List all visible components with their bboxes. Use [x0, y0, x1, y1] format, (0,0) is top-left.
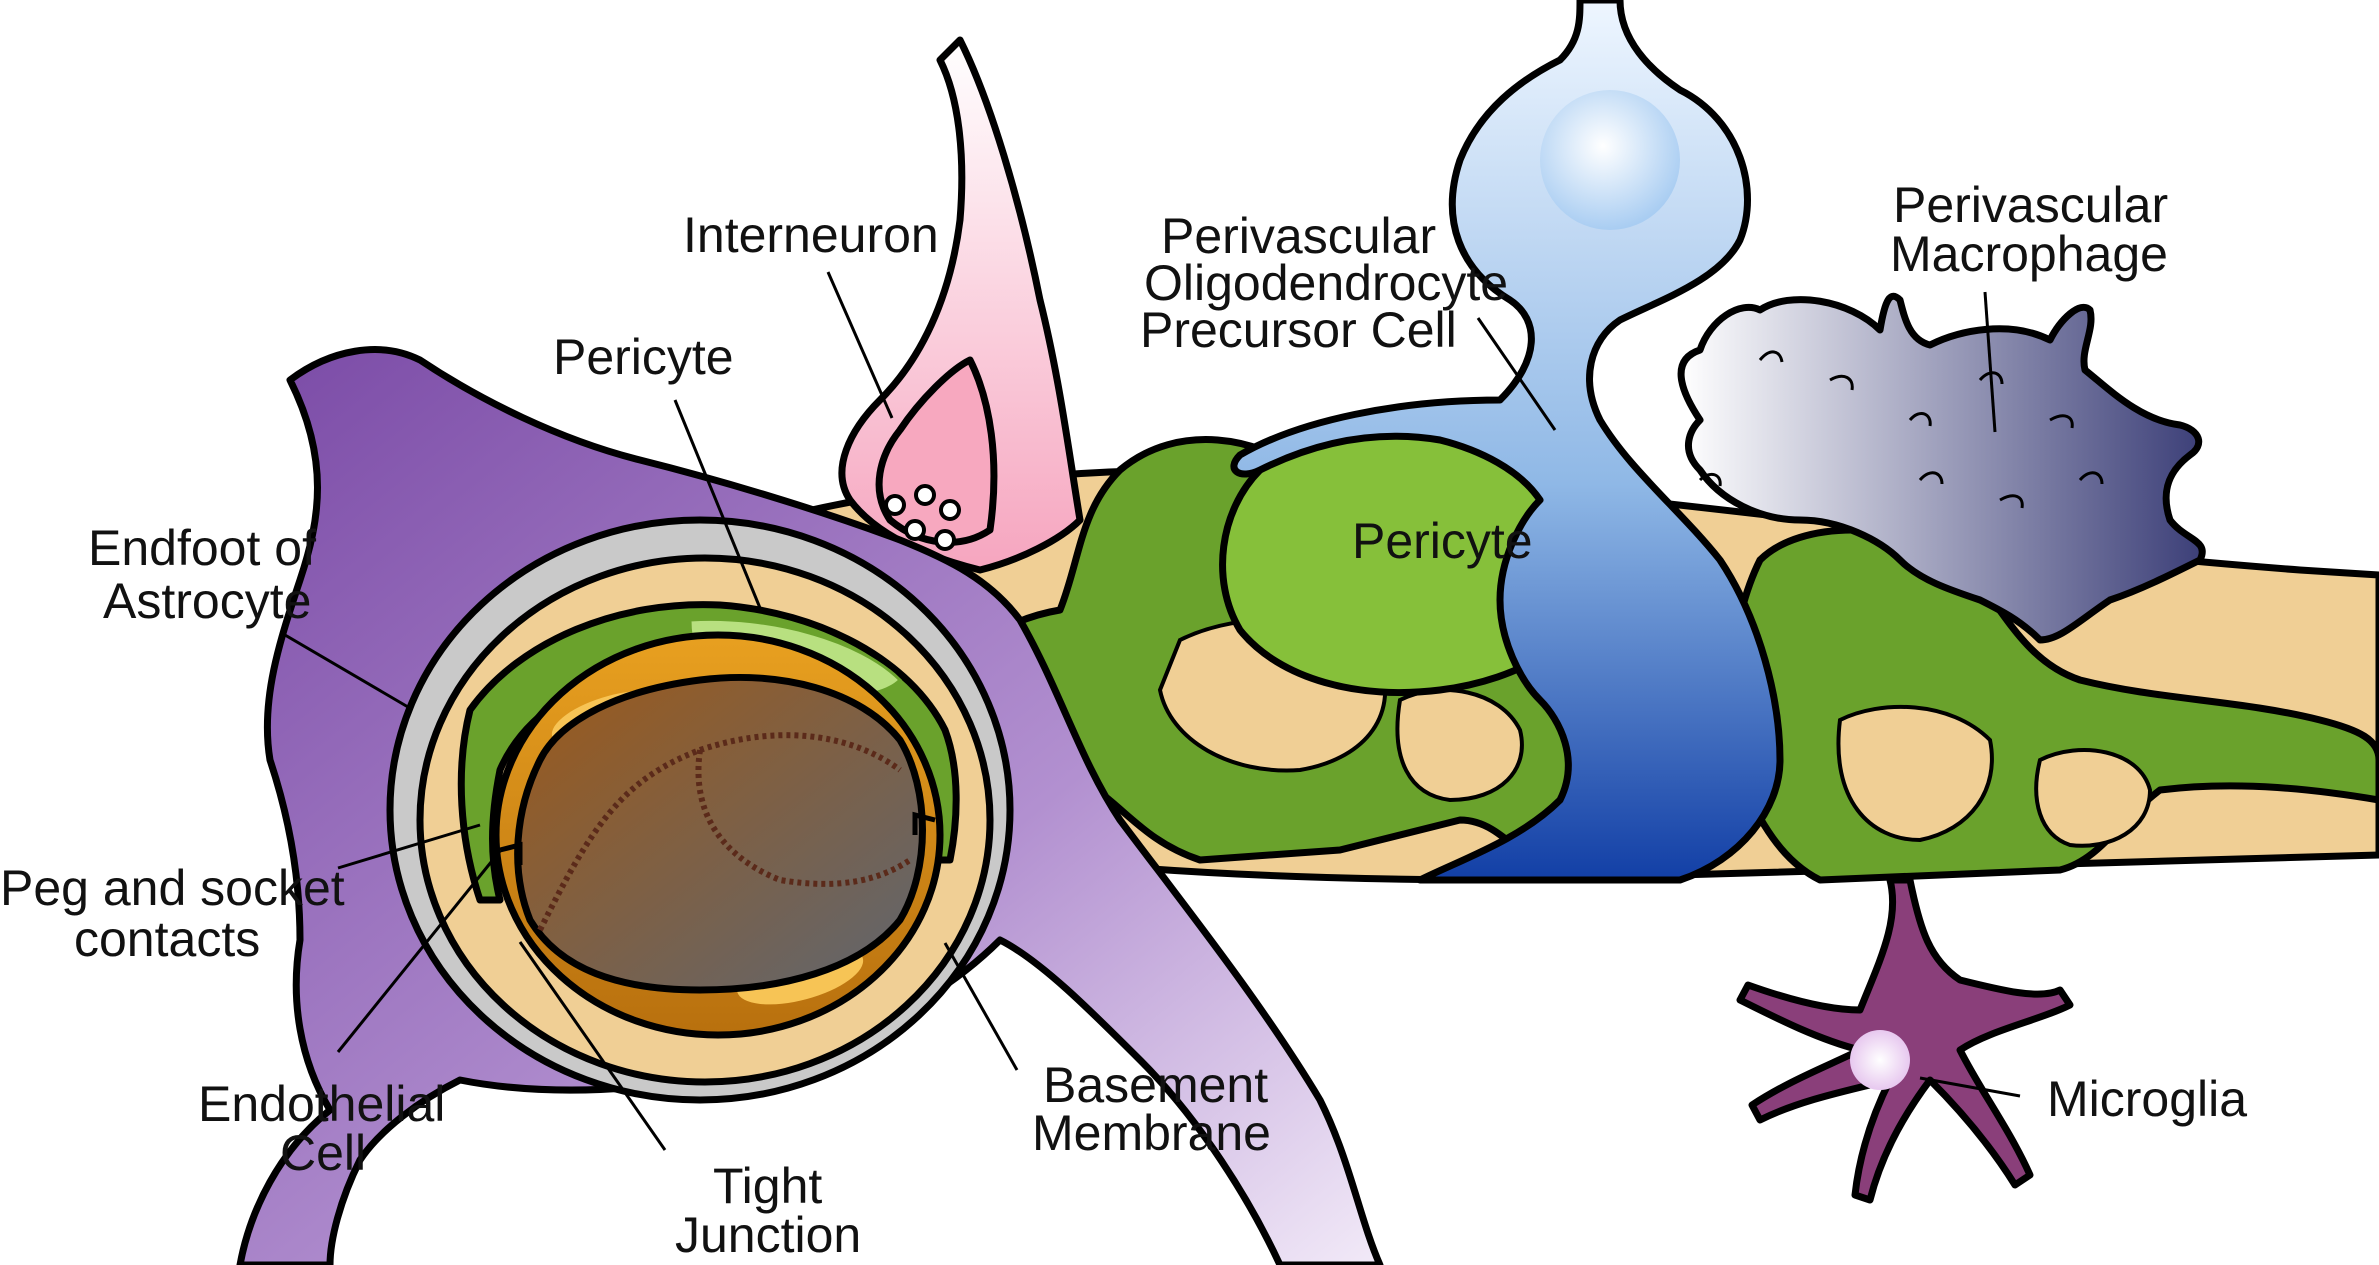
label-tight-line1: Tight	[713, 1158, 822, 1214]
label-macrophage-line2: Macrophage	[1890, 226, 2168, 282]
label-basement-line1: Basement	[1043, 1057, 1268, 1113]
label-opc-line2: Oligodendrocyte	[1144, 255, 1508, 311]
label-tight-line2: Junction	[675, 1207, 861, 1263]
label-opc-line3: Precursor Cell	[1140, 302, 1457, 358]
leader-lines	[284, 271, 2021, 1151]
label-microglia: Microglia	[2047, 1071, 2247, 1127]
label-endothelial-line2: Cell	[280, 1125, 366, 1181]
opc-soma	[1540, 90, 1680, 230]
microglia	[1736, 876, 2074, 1204]
label-peg-line1: Peg and socket	[0, 860, 345, 916]
interneuron	[838, 36, 1084, 574]
label-endfoot-line2: Astrocyte	[103, 573, 311, 629]
perivascular-macrophage	[1677, 292, 2206, 644]
tight-junction-marks	[499, 811, 936, 865]
label-pericyte-vessel: Pericyte	[1352, 513, 1533, 569]
label-basement-line2: Membrane	[1032, 1105, 1271, 1161]
perivascular-opc	[1230, 0, 1784, 884]
label-opc-line1: Perivascular	[1161, 208, 1436, 264]
label-macrophage-line1: Perivascular	[1893, 177, 2168, 233]
label-endfoot-line1: Endfoot of	[88, 520, 316, 576]
label-peg-line2: contacts	[74, 911, 260, 967]
vessel-cross-section	[386, 516, 1014, 1104]
microglia-soma	[1850, 1030, 1910, 1090]
label-pericyte-cross-section: Pericyte	[553, 329, 734, 385]
label-endothelial-line1: Endothelial	[198, 1076, 445, 1132]
synaptic-vesicles	[884, 484, 961, 551]
labels: Interneuron Pericyte Perivascular Oligod…	[0, 177, 2247, 1263]
label-interneuron: Interneuron	[683, 207, 939, 263]
